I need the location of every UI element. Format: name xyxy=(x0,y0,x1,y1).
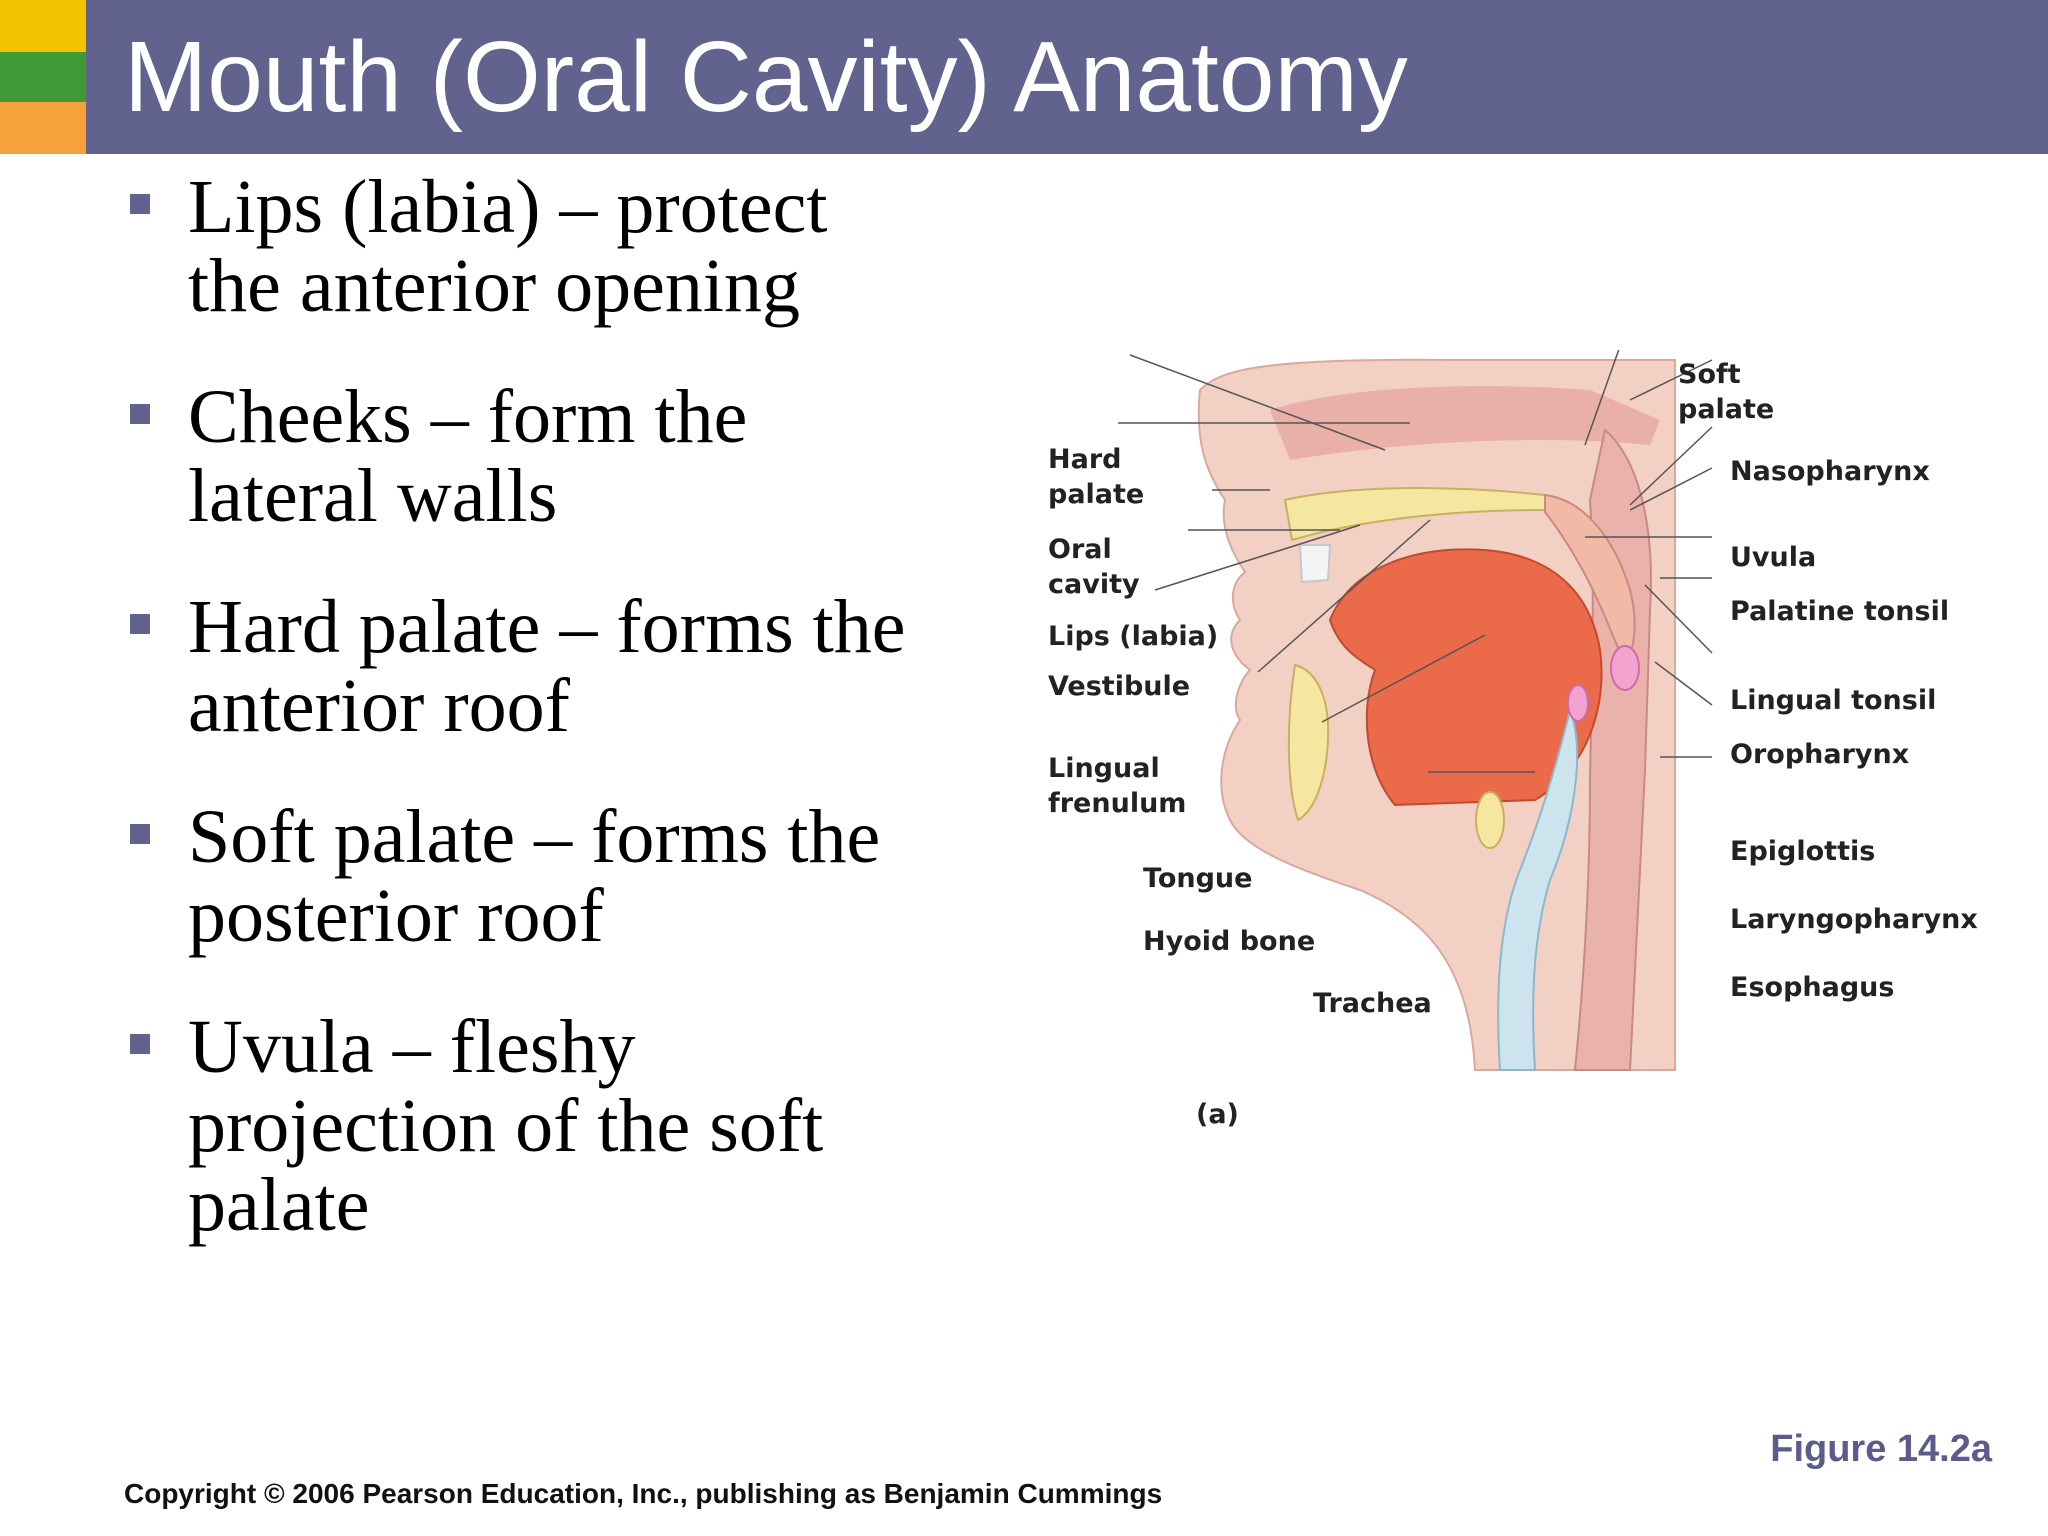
label-vestibule: Vestibule xyxy=(1048,671,1190,702)
bullet-text: Hard palate – forms the anterior roof xyxy=(188,585,906,748)
label-laryngopharynx: Laryngopharynx xyxy=(1730,904,1978,935)
figure-reference: Figure 14.2a xyxy=(1770,1428,1992,1470)
label-palatine-tonsil: Palatine tonsil xyxy=(1730,596,1949,627)
label-uvula: Uvula xyxy=(1730,542,1816,573)
title-bar: Mouth (Oral Cavity) Anatomy xyxy=(86,0,2048,154)
tongue xyxy=(1328,548,1603,807)
square-bullet-icon xyxy=(130,614,150,634)
square-bullet-icon xyxy=(130,404,150,424)
nasal-cavity xyxy=(1270,386,1660,460)
label-lingual-frenulum-line2: frenulum xyxy=(1048,788,1186,819)
square-bullet-icon xyxy=(130,1034,150,1054)
bullet-text: Lips (labia) – protect the anterior open… xyxy=(188,165,828,328)
label-oral-cavity-line2: cavity xyxy=(1048,569,1140,600)
label-soft-palate-line1: Soft xyxy=(1678,359,1741,390)
accent-block-orange xyxy=(0,102,86,154)
lingual-tonsil-shape xyxy=(1567,684,1589,722)
label-lips: Lips (labia) xyxy=(1048,621,1218,652)
bullet-item: Hard palate – forms the anterior roof xyxy=(128,588,928,746)
hyoid-bone-shape xyxy=(1475,791,1505,849)
bullet-item: Soft palate – forms the posterior roof xyxy=(128,798,928,956)
label-esophagus: Esophagus xyxy=(1730,972,1894,1003)
oral-cavity-diagram xyxy=(1118,350,1713,1071)
label-hard-palate-line2: palate xyxy=(1048,479,1144,510)
bullet-text: Cheeks – form the lateral walls xyxy=(188,375,748,538)
label-oral-cavity-line1: Oral xyxy=(1048,534,1112,565)
square-bullet-icon xyxy=(130,194,150,214)
bullet-item: Cheeks – form the lateral walls xyxy=(128,378,928,536)
label-oropharynx: Oropharynx xyxy=(1730,739,1909,770)
label-hard-palate-line1: Hard xyxy=(1048,444,1121,475)
label-soft-palate-line2: palate xyxy=(1678,394,1774,425)
square-bullet-icon xyxy=(130,824,150,844)
diagram-labels: Hard palate Oral cavity Lips (labia) Ves… xyxy=(1048,359,1978,1130)
label-epiglottis: Epiglottis xyxy=(1730,836,1875,867)
bullet-list: Lips (labia) – protect the anterior open… xyxy=(128,168,928,1297)
leader-lines xyxy=(1118,350,1713,773)
soft-palate xyxy=(1544,493,1636,668)
copyright-notice: Copyright © 2006 Pearson Education, Inc.… xyxy=(124,1478,1163,1509)
teeth xyxy=(1298,544,1332,584)
bullet-text: Uvula – fleshy projection of the soft pa… xyxy=(188,1005,824,1247)
accent-block-green xyxy=(0,52,86,102)
bullet-item: Lips (labia) – protect the anterior open… xyxy=(128,168,928,326)
panel-label: (a) xyxy=(1196,1099,1239,1130)
label-trachea: Trachea xyxy=(1313,988,1432,1019)
mandible xyxy=(1287,663,1330,822)
label-lingual-frenulum-line1: Lingual xyxy=(1048,753,1160,784)
label-hyoid-bone: Hyoid bone xyxy=(1143,926,1315,957)
palatine-tonsil-shape xyxy=(1610,645,1640,691)
label-tongue: Tongue xyxy=(1143,863,1252,894)
bullet-text: Soft palate – forms the posterior roof xyxy=(188,795,881,958)
slide-title: Mouth (Oral Cavity) Anatomy xyxy=(124,21,1408,133)
label-lingual-tonsil: Lingual tonsil xyxy=(1730,685,1936,716)
larynx xyxy=(1497,706,1578,1071)
bullet-item: Uvula – fleshy projection of the soft pa… xyxy=(128,1008,928,1245)
label-nasopharynx: Nasopharynx xyxy=(1730,456,1930,487)
accent-block-yellow xyxy=(0,0,86,52)
